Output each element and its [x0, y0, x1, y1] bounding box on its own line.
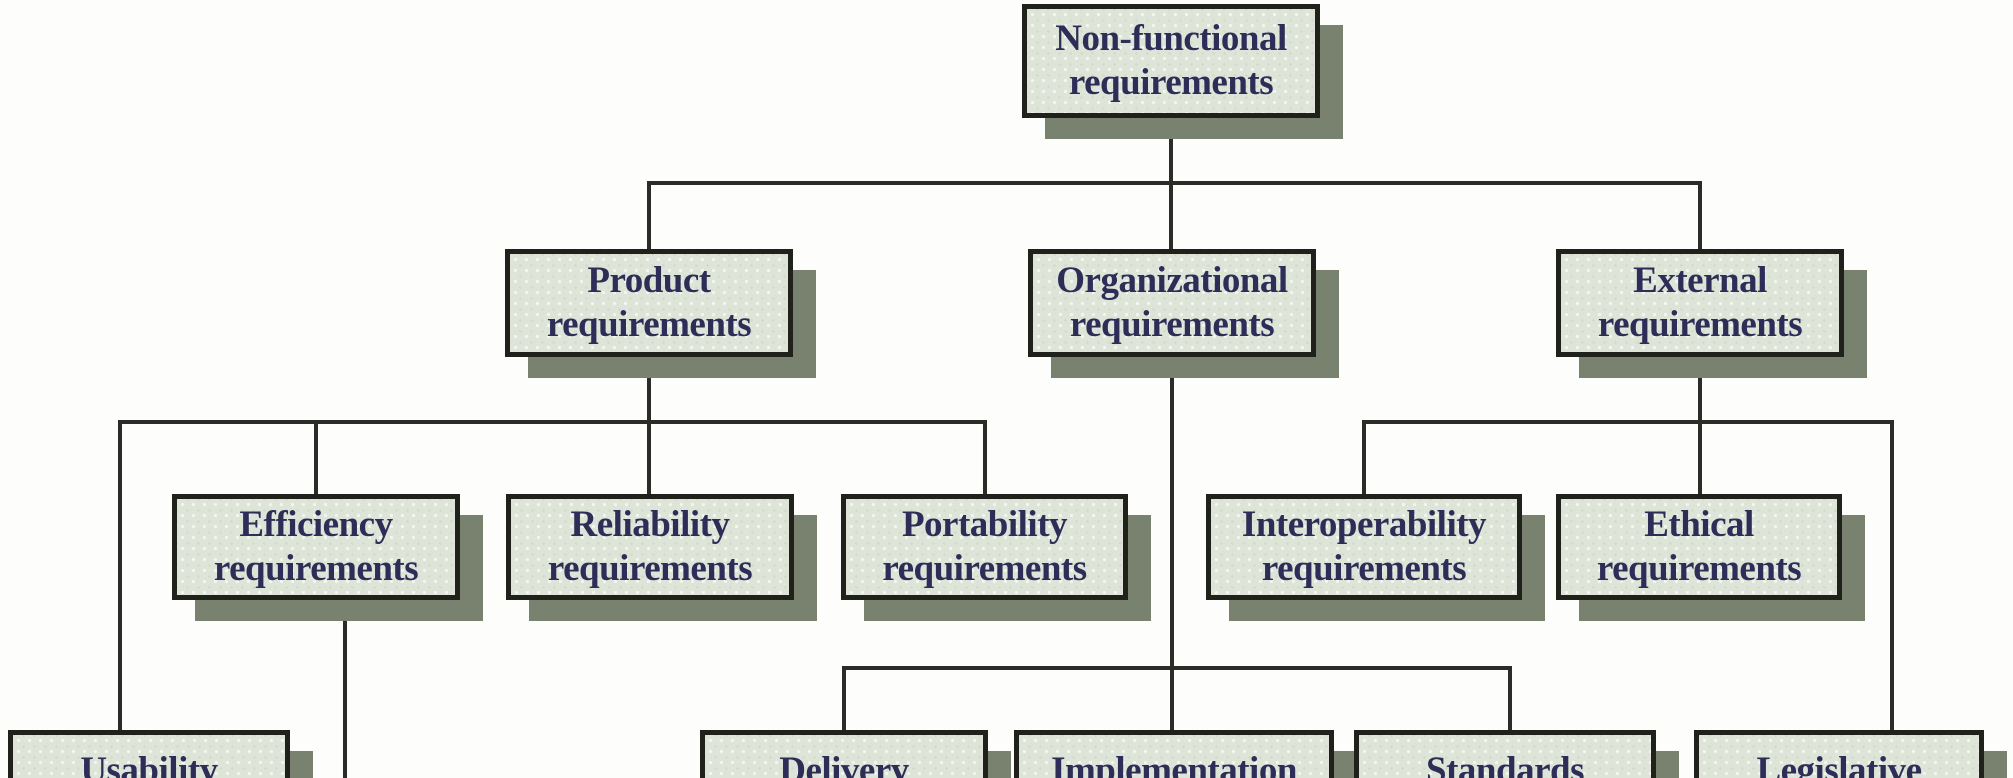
connector-organizational-bus: [842, 666, 1512, 670]
connector-external-stem: [1698, 357, 1702, 496]
node-usability-label: Usability: [80, 750, 218, 778]
node-external-requirements-label: External requirements: [1597, 260, 1803, 345]
connector-drop-portability: [983, 420, 987, 496]
connector-drop-delivery: [842, 666, 846, 732]
node-portability-requirements: Portability requirements: [841, 494, 1128, 600]
node-legislative-label: Legislative: [1756, 750, 1922, 778]
connector-drop-product: [647, 181, 651, 249]
connector-drop-reliability: [647, 420, 651, 496]
node-product-requirements: Product requirements: [505, 249, 793, 357]
connector-drop-usability: [118, 420, 122, 732]
connector-product-bus: [118, 420, 987, 424]
node-delivery: Delivery: [700, 730, 988, 778]
connector-drop-legislative: [1890, 420, 1894, 732]
node-interoperability-requirements-label: Interoperability requirements: [1241, 504, 1487, 589]
connector-drop-external: [1698, 181, 1702, 249]
connector-product-stem: [647, 357, 651, 422]
node-implementation: Implementation: [1014, 730, 1334, 778]
connector-external-bus: [1362, 420, 1894, 424]
node-usability: Usability: [8, 730, 290, 778]
node-ethical-requirements-label: Ethical requirements: [1596, 504, 1802, 589]
connector-level1-bus: [647, 181, 1702, 185]
node-efficiency-requirements: Efficiency requirements: [172, 494, 460, 600]
connector-efficiency-stem: [343, 598, 347, 778]
node-legislative: Legislative: [1694, 730, 1984, 778]
connector-organizational-stem: [1170, 357, 1174, 732]
node-portability-requirements-label: Portability requirements: [882, 504, 1087, 589]
node-non-functional-requirements: Non-functional requirements: [1022, 4, 1320, 118]
node-efficiency-requirements-label: Efficiency requirements: [213, 504, 419, 589]
node-external-requirements: External requirements: [1556, 249, 1844, 357]
connector-drop-efficiency: [314, 420, 318, 496]
node-product-requirements-label: Product requirements: [546, 260, 752, 345]
node-non-functional-requirements-label: Non-functional requirements: [1055, 18, 1287, 103]
node-delivery-label: Delivery: [779, 750, 909, 778]
connector-drop-interoperability: [1362, 420, 1366, 496]
connector-drop-standards: [1508, 666, 1512, 732]
node-reliability-requirements-label: Reliability requirements: [547, 504, 753, 589]
node-ethical-requirements: Ethical requirements: [1556, 494, 1842, 600]
node-organizational-requirements-label: Organizational requirements: [1056, 260, 1288, 345]
node-interoperability-requirements: Interoperability requirements: [1206, 494, 1522, 600]
node-implementation-label: Implementation: [1051, 750, 1297, 778]
node-reliability-requirements: Reliability requirements: [506, 494, 794, 600]
node-standards-label: Standards: [1426, 750, 1584, 778]
node-organizational-requirements: Organizational requirements: [1028, 249, 1316, 357]
node-standards: Standards: [1354, 730, 1656, 778]
